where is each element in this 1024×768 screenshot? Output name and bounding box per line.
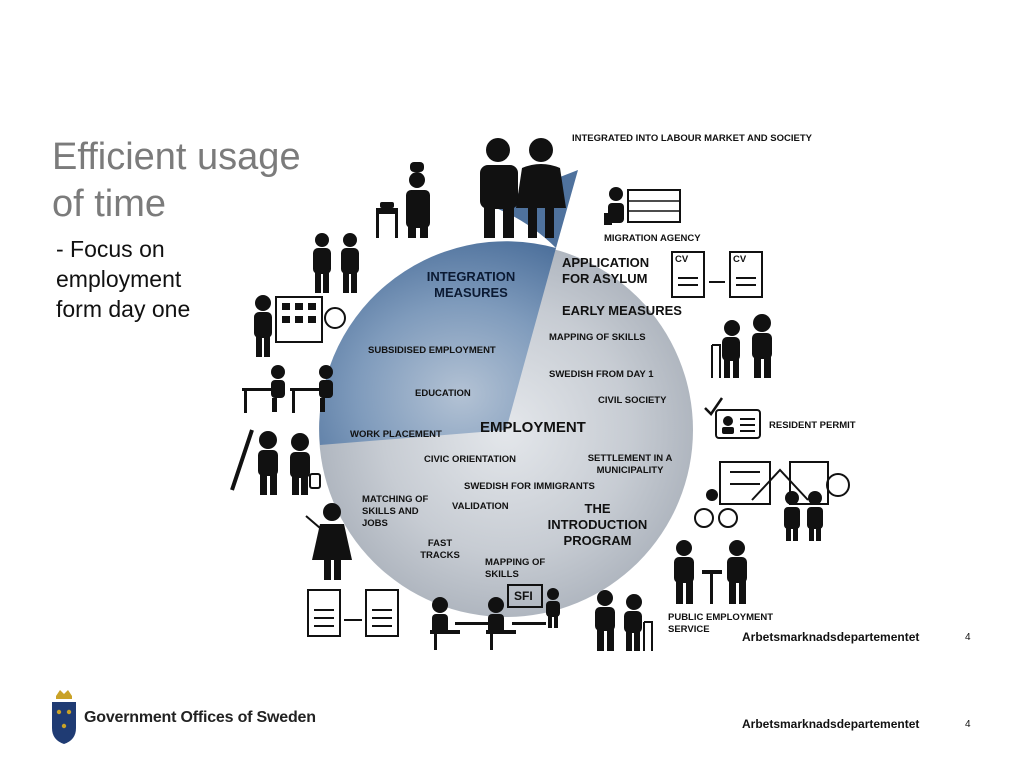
introduction-program-label: THE INTRODUCTION PROGRAM bbox=[547, 501, 648, 548]
settlement-label: SETTLEMENT IN A MUNICIPALITY bbox=[587, 453, 673, 476]
doctor-icon bbox=[305, 503, 352, 580]
family-icon bbox=[694, 489, 823, 541]
early-measures-label: EARLY MEASURES bbox=[562, 303, 682, 318]
sfi-classroom-icon bbox=[430, 584, 560, 650]
subsidised-employment-label: SUBSIDISED EMPLOYMENT bbox=[368, 345, 496, 356]
validation-label: VALIDATION bbox=[452, 501, 509, 512]
education-icon bbox=[242, 365, 333, 413]
application-for-asylum-label: APPLICATION FOR ASYLUM bbox=[562, 255, 650, 286]
public-employment-service-label: PUBLIC EMPLOYMENT SERVICE bbox=[668, 612, 774, 635]
slide-title: Efficient usage of time bbox=[52, 136, 301, 225]
work-placement-label: WORK PLACEMENT bbox=[350, 429, 442, 440]
cv-documents-icon bbox=[671, 251, 763, 298]
integration-measures-label: INTEGRATION MEASURES bbox=[426, 269, 516, 300]
people-with-documents-icon bbox=[313, 233, 359, 293]
swedish-for-immigrants-label: SWEDISH FOR IMMIGRANTS bbox=[464, 481, 595, 492]
migration-agency-label: MIGRATION AGENCY bbox=[604, 233, 701, 244]
integrated-people-icon bbox=[480, 138, 566, 238]
resident-permit-label: RESIDENT PERMIT bbox=[769, 420, 856, 431]
integrated-label: INTEGRATED INTO LABOUR MARKET AND SOCIET… bbox=[572, 133, 812, 144]
cv-label-left: CV bbox=[675, 254, 689, 265]
page-number: 4 bbox=[965, 719, 971, 730]
civil-society-label: CIVIL SOCIETY bbox=[598, 395, 667, 406]
elderly-helper-icon bbox=[711, 314, 772, 378]
department-label: Arbetsmarknadsdepartementet bbox=[742, 717, 920, 731]
fast-tracks-label: FAST TRACKS bbox=[420, 538, 460, 561]
office-building-icon bbox=[254, 295, 346, 357]
mapping-of-skills-asylum-label: MAPPING OF SKILLS bbox=[549, 332, 646, 343]
blue-sector bbox=[319, 241, 556, 445]
embedded-page-number: 4 bbox=[965, 632, 971, 643]
checkmark-icon bbox=[704, 397, 724, 416]
matching-skills-label: MATCHING OF SKILLS AND JOBS bbox=[362, 494, 429, 529]
municipality-icon bbox=[719, 461, 850, 505]
cv-label-right: CV bbox=[733, 254, 747, 265]
id-card-icon bbox=[715, 409, 761, 439]
workers-icon bbox=[230, 429, 321, 495]
swedish-from-day-1-label: SWEDISH FROM DAY 1 bbox=[549, 369, 654, 380]
organization-name: Government Offices of Sweden bbox=[84, 709, 316, 726]
education-label: EDUCATION bbox=[415, 388, 471, 399]
sfi-label: SFI bbox=[514, 589, 533, 603]
migration-agency-icon bbox=[604, 187, 681, 225]
employment-service-icon bbox=[674, 540, 747, 604]
documents-exchange-icon bbox=[307, 589, 399, 637]
chef-icon bbox=[376, 162, 430, 238]
mapping-of-skills-intro-label: MAPPING OF SKILLS bbox=[485, 557, 546, 580]
civic-orientation-label: CIVIC ORIENTATION bbox=[424, 454, 517, 465]
employment-label: EMPLOYMENT bbox=[480, 419, 586, 436]
slide-subtitle: - Focus on employment form day one bbox=[56, 236, 191, 322]
embedded-department-label: Arbetsmarknadsdepartementet bbox=[742, 630, 920, 644]
swedish-crest-logo bbox=[52, 690, 76, 744]
elderly-walker-icon bbox=[595, 590, 653, 651]
